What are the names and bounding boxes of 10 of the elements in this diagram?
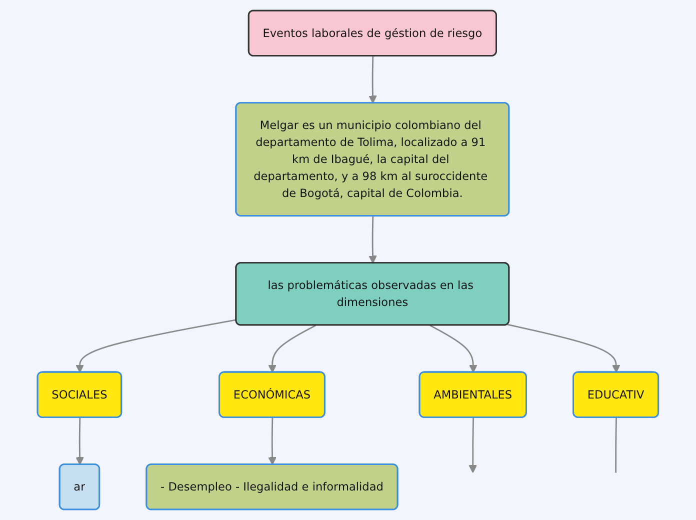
arrow: [507, 324, 620, 373]
arrow: [76, 418, 84, 466]
arrow: [368, 56, 377, 104]
arrow: [76, 319, 237, 373]
arrow: [268, 418, 277, 466]
arrow: [368, 216, 377, 264]
arrow: [430, 324, 478, 373]
arrow: [268, 324, 316, 373]
connector: [615, 418, 618, 473]
arrow: [468, 418, 478, 474]
